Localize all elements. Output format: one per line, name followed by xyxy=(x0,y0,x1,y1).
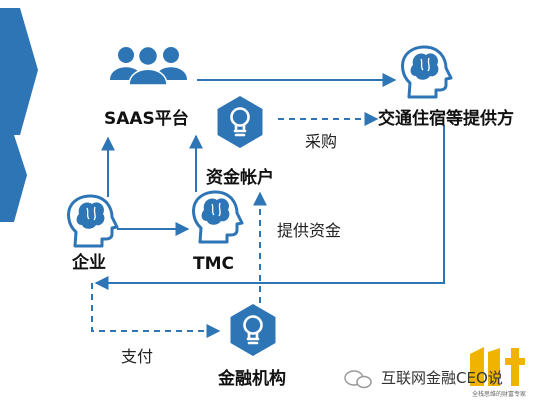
watermark-logo xyxy=(470,347,525,386)
user-group-icon xyxy=(110,45,187,86)
node-fund-account-label: 资金帐户 xyxy=(206,168,274,188)
head-brain-icon xyxy=(192,190,244,244)
edge-enterprise-to-financial xyxy=(91,283,221,338)
node-enterprise-label: 企业 xyxy=(72,253,106,273)
wechat-icon xyxy=(344,370,372,389)
watermark-text: 互联网金融CEO说 xyxy=(381,369,503,387)
head-brain-icon xyxy=(67,194,119,248)
lightbulb-hexagon-icon xyxy=(229,302,277,358)
edge-pay-label: 支付 xyxy=(121,347,154,366)
node-financial-label: 金融机构 xyxy=(218,369,286,389)
node-supplier-label: 交通住宿等提供方 xyxy=(378,109,514,129)
head-brain-icon xyxy=(401,45,453,99)
node-saas-label: SAAS平台 xyxy=(104,109,189,129)
edge-provide-funds-label: 提供资金 xyxy=(277,221,342,240)
decorative-left-shapes xyxy=(0,8,38,222)
lightbulb-hexagon-icon xyxy=(216,94,264,150)
edge-purchase-label: 采购 xyxy=(305,132,338,151)
node-tmc-label: TMC xyxy=(193,254,234,274)
watermark-tagline: 全栈思维的财富专家 xyxy=(472,391,527,398)
edge-supplier-to-enterprise xyxy=(94,125,445,290)
